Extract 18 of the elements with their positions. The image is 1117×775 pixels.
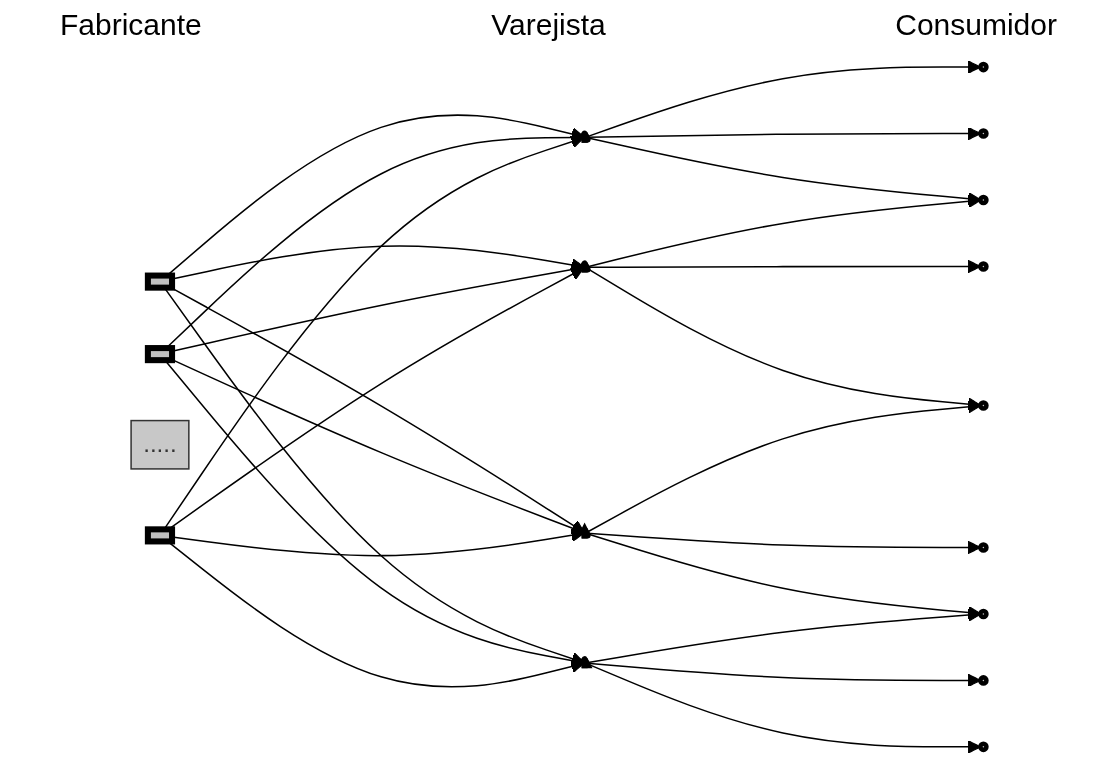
node-circle (977, 400, 989, 411)
arrow (163, 286, 585, 666)
node-box: ..... (130, 419, 190, 470)
node-circle (977, 675, 989, 686)
node-circle (977, 128, 989, 139)
node-circle (977, 194, 989, 206)
node-box (144, 526, 175, 545)
node-circle (977, 261, 989, 272)
arrow (163, 135, 584, 531)
node-circle (977, 741, 989, 753)
column-heading: Varejista (491, 8, 606, 43)
node-box (144, 345, 175, 364)
node-circle (977, 61, 989, 73)
column-heading: Consumidor (895, 8, 1057, 43)
column-heading: Fabricante (60, 8, 202, 43)
node-box (144, 272, 175, 291)
node-circle (977, 608, 989, 620)
node-circle (977, 542, 989, 553)
